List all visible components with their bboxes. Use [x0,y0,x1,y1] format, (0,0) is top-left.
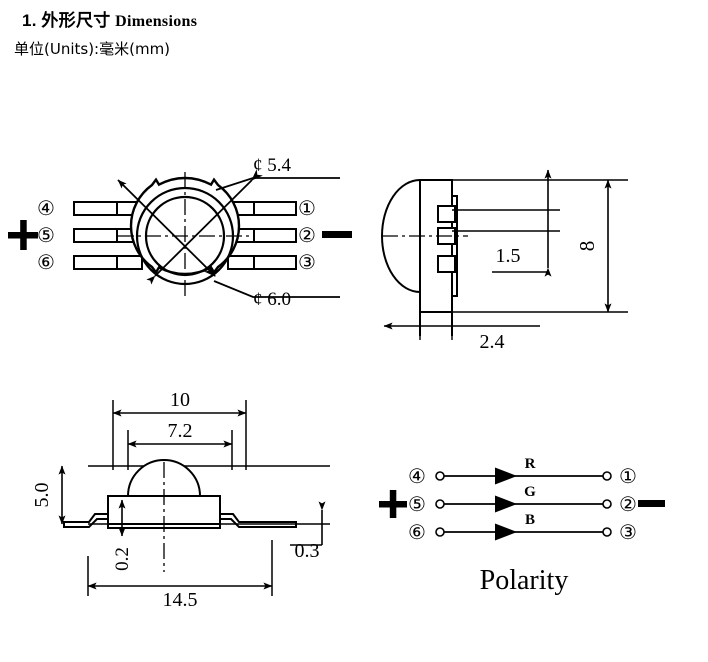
polarity-node-right-r [602,471,612,481]
profile-dome [126,459,202,497]
profile-dim-5p0: 5.0 [31,465,66,525]
polarity-cathode-pin-2: ② [619,494,637,516]
side-dim-1p5: 1.5 [496,169,552,277]
profile-view: 10 7.2 5.0 0. [31,389,330,611]
side-view-extension-lines [452,179,628,313]
polarity-node-left-r [435,471,445,481]
polarity-row-b: ⑥ B ③ [408,512,637,544]
callout-diameter-5p4: ¢ 5.4 [215,155,340,191]
side-view-base-plate [451,195,458,297]
polarity-plus-symbol [379,490,407,518]
polarity-row-r: ④ R ① [408,456,637,488]
diameter-leader-lines [117,169,263,285]
title-english: Dimensions [115,13,198,30]
side-view: 1.5 8 2.4 [381,169,628,353]
page-title: 1. 外形尺寸 Dimensions [22,6,197,31]
polarity-color-label-g: G [524,484,536,500]
side-dim-1p5-label: 1.5 [496,245,521,267]
callout-5p4-label: ¢ 5.4 [253,155,292,176]
profile-dim-14p5: 14.5 [87,582,273,611]
polarity-anode-pin-6: ⑥ [408,522,426,544]
front-pin-6: ⑥ [37,252,55,274]
front-pin-3: ③ [298,252,316,274]
side-view-pins [437,205,456,273]
polarity-cathode-pin-3: ③ [619,522,637,544]
side-view-dome [381,178,421,294]
front-pin-1: ① [298,198,316,220]
polarity-color-label-b: B [525,512,535,528]
callout-diameter-6p0: ¢ 6.0 [213,280,340,310]
polarity-row-g: ⑤ G ② [408,484,637,516]
front-view: ¢ 5.4 ¢ 6.0 ④ ⑤ ⑥ ① ② ③ [8,155,352,310]
profile-dim-0p3: 0.3 [290,501,326,562]
side-dim-2p4: 2.4 [383,320,540,353]
polarity-anode-pin-4: ④ [408,466,426,488]
polarity-cathode-pin-1: ① [619,466,637,488]
profile-dim-5p0-label: 5.0 [31,483,53,508]
profile-lead-right [220,513,297,528]
polarity-diagram: ④ R ① ⑤ G ② ⑥ [379,456,665,596]
polarity-node-right-b [602,527,612,537]
front-view-minus-symbol [322,231,352,238]
front-pin-5: ⑤ [37,225,55,247]
polarity-color-label-r: R [525,456,536,472]
profile-dim-10-label: 10 [170,389,190,411]
front-view-plus-symbol [8,220,38,250]
profile-dim-0p2-label: 0.2 [112,547,133,571]
profile-dim-0p3-label: 0.3 [295,540,320,562]
units-text: 单位(Units):毫米(mm) [14,40,171,58]
polarity-node-right-g [602,499,612,509]
title-chinese: 外形尺寸 [41,11,111,31]
polarity-node-left-b [435,527,445,537]
front-pin-2: ② [298,225,316,247]
polarity-node-left-g [435,499,445,509]
side-dim-2p4-label: 2.4 [480,331,505,353]
profile-dim-7p2: 7.2 [127,420,233,448]
polarity-minus-symbol [638,500,665,507]
side-dim-8-label: 8 [575,241,599,252]
side-dim-8: 8 [575,179,612,313]
polarity-caption: Polarity [480,565,569,596]
polarity-anode-pin-5: ⑤ [408,494,426,516]
front-pin-4: ④ [37,198,55,220]
profile-dim-0p2: 0.2 [112,499,133,571]
profile-dim-14p5-label: 14.5 [163,589,198,611]
profile-lead-left [63,513,108,528]
units-note: 单位(Units):毫米(mm) [14,38,170,59]
callout-6p0-label: ¢ 6.0 [253,289,291,310]
side-view-body [419,179,453,313]
section-number: 1. [22,11,37,30]
profile-dim-7p2-label: 7.2 [168,420,193,442]
profile-dim-10: 10 [112,389,247,417]
